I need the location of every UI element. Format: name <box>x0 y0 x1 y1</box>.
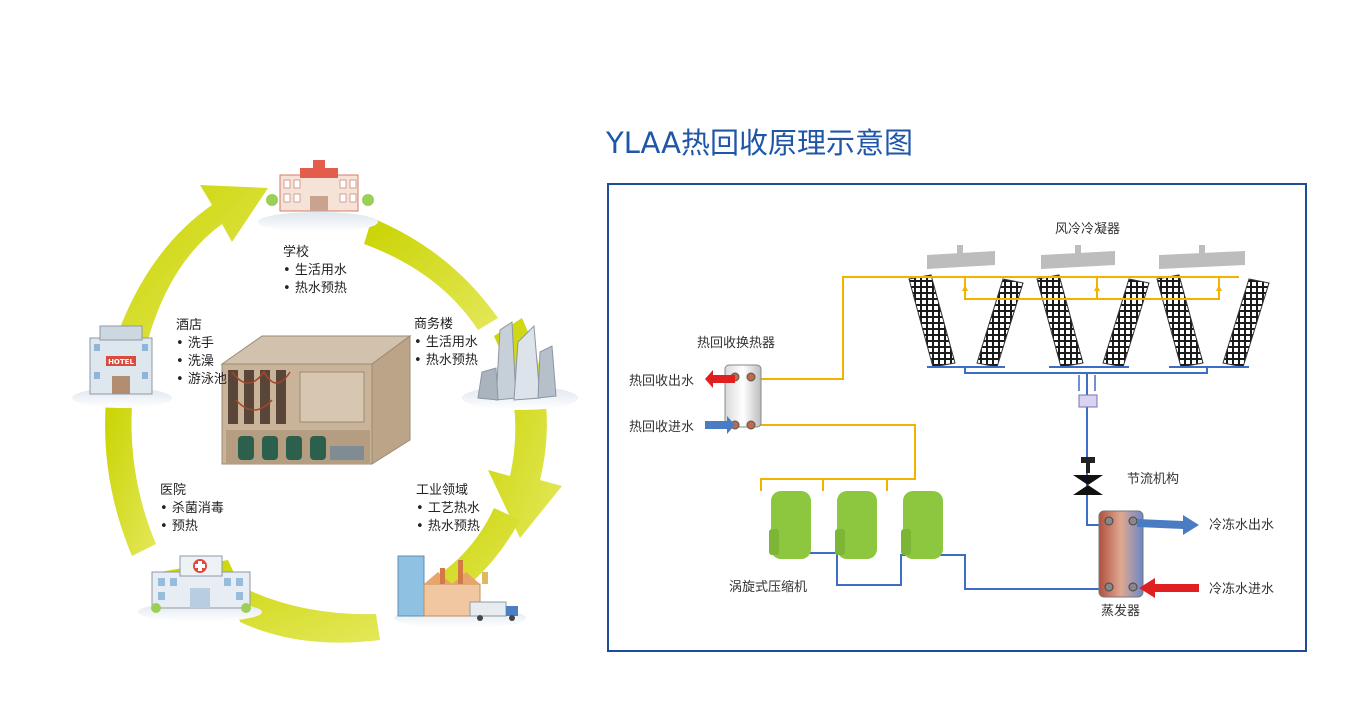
heat-recovery-schematic: 风冷冷凝器 热回收换热器 热回收出水 热回收进水 节流机构 冷冻水出水 冷冻水进… <box>629 221 1274 619</box>
hospital-name: 医院 <box>160 483 187 498</box>
office-item-2: 热水预热 <box>425 353 478 368</box>
condenser-fans <box>927 245 1245 269</box>
evaporator-icon <box>1098 510 1144 598</box>
compressor-2-icon <box>835 491 877 559</box>
fan-1 <box>927 245 995 269</box>
office-item-1: 生活用水 <box>425 335 478 350</box>
ylaa-chiller-unit-icon <box>220 335 412 465</box>
hot-water-in-arrow-icon <box>705 416 735 434</box>
hotel-sign-text: HOTEL <box>108 358 134 366</box>
throttle-label: 节流机构 <box>1127 472 1179 487</box>
fan-2 <box>1041 245 1115 269</box>
hot-water-out-label: 热回收出水 <box>629 374 694 389</box>
throttle-valve-icon <box>1073 457 1103 495</box>
hotel-building-icon: HOTEL <box>72 325 172 408</box>
heat-exchanger-label: 热回收换热器 <box>697 336 775 351</box>
industry-item-1: 工艺热水 <box>427 501 480 516</box>
label-industry: 工业领域 • 工艺热水 • 热水预热 <box>416 483 480 534</box>
heat-recovery-exchanger-icon <box>724 364 762 430</box>
school-item-1: 生活用水 <box>294 263 347 278</box>
application-cycle: HOTEL <box>72 160 578 643</box>
factory-building-icon <box>394 555 526 628</box>
flow-up-arrows <box>962 285 1222 291</box>
hotel-item-3: 游泳池 <box>187 372 227 387</box>
chilled-water-in-label: 冷冻水进水 <box>1209 581 1274 597</box>
hot-water-in-label: 热回收进水 <box>629 420 694 435</box>
hospital-item-2: 预热 <box>171 519 198 534</box>
chilled-water-in-arrow-icon <box>1139 578 1199 598</box>
compressor-label: 涡旋式压缩机 <box>729 579 807 595</box>
office-building-icon <box>462 321 578 410</box>
label-school: 学校 • 生活用水 • 热水预热 <box>283 245 347 296</box>
chilled-water-out-arrow-icon <box>1137 515 1199 535</box>
chilled-water-out-label: 冷冻水出水 <box>1209 517 1274 533</box>
cycle-arrow-top-right <box>364 218 498 330</box>
industry-name: 工业领域 <box>416 483 469 498</box>
distributor-icon <box>1078 394 1098 408</box>
label-hospital: 医院 • 杀菌消毒 • 预热 <box>160 483 224 534</box>
scroll-compressors <box>769 491 943 559</box>
page-title: YLAA热回收原理示意图 <box>606 126 914 160</box>
school-name: 学校 <box>283 245 310 260</box>
fan-3 <box>1159 245 1245 269</box>
hospital-building-icon <box>138 555 262 622</box>
condenser-coils <box>908 274 1270 368</box>
label-office: 商务楼 • 生活用水 • 热水预热 <box>414 317 478 368</box>
evaporator-label: 蒸发器 <box>1101 603 1140 619</box>
hotel-item-2: 洗澡 <box>187 354 214 369</box>
refrigerant-liquid-pipes <box>805 366 1249 590</box>
compressor-1-icon <box>769 491 811 559</box>
office-name: 商务楼 <box>414 317 454 332</box>
label-hotel: 酒店 • 洗手 • 洗澡 • 游泳池 <box>176 318 227 387</box>
schematic-panel: 风冷冷凝器 热回收换热器 热回收出水 热回收进水 节流机构 冷冻水出水 冷冻水进… <box>607 183 1307 652</box>
industry-item-2: 热水预热 <box>427 519 480 534</box>
cycle-arrow-right <box>488 318 562 538</box>
cycle-arrow-left <box>105 400 156 556</box>
distributor-arrows <box>1078 375 1096 391</box>
school-building-icon <box>258 160 378 232</box>
hospital-item-1: 杀菌消毒 <box>171 501 224 516</box>
school-item-2: 热水预热 <box>294 281 347 296</box>
compressor-3-icon <box>901 491 943 559</box>
hotel-name: 酒店 <box>176 318 203 333</box>
hot-water-out-arrow-icon <box>705 370 735 388</box>
condenser-label: 风冷冷凝器 <box>1055 221 1120 237</box>
cycle-arrow-top <box>118 185 268 340</box>
hotel-item-1: 洗手 <box>187 336 214 351</box>
